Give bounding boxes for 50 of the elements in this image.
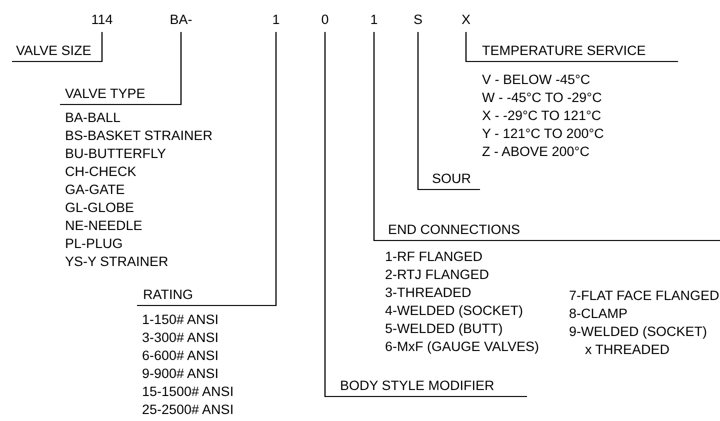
code-character: 114 (82, 8, 122, 32)
option-text: Z - ABOVE 200°C (482, 143, 590, 161)
code-character: 0 (305, 8, 345, 32)
option-text: V - BELOW -45°C (482, 71, 590, 89)
code-character: BA- (161, 8, 201, 32)
leader-line (324, 32, 326, 397)
option-text: 6-MxF (GAUGE VALVES) (385, 338, 540, 356)
leader-line (180, 32, 182, 105)
option-text: 1-RF FLANGED (385, 248, 483, 266)
option-text: 25-2500# ANSI (142, 401, 234, 419)
leader-line (275, 32, 277, 306)
option-text: 9-900# ANSI (142, 365, 219, 383)
option-text: 3-THREADED (385, 284, 472, 302)
option-text: 8-CLAMP (569, 305, 628, 323)
leader-line (417, 32, 419, 190)
field-heading: END CONNECTIONS (374, 221, 720, 241)
option-text: X - -29°C TO 121°C (482, 107, 602, 125)
leader-line (101, 32, 103, 62)
option-text: NE-NEEDLE (65, 217, 142, 235)
field-heading: VALVE TYPE (60, 85, 181, 105)
option-text: BS-BASKET STRAINER (65, 127, 213, 145)
option-text: 4-WELDED (SOCKET) (385, 302, 524, 320)
leader-line (373, 32, 375, 241)
option-text: 5-WELDED (BUTT) (385, 320, 503, 338)
option-text: 3-300# ANSI (142, 329, 219, 347)
option-text: Y - 121°C TO 200°C (482, 125, 604, 143)
option-text: W - -45°C TO -29°C (482, 89, 602, 107)
option-text: 9-WELDED (SOCKET) x THREADED (569, 323, 708, 359)
field-heading: SOUR (418, 170, 480, 190)
option-text: BU-BUTTERFLY (65, 145, 166, 163)
option-text: CH-CHECK (65, 163, 136, 181)
option-text: GL-GLOBE (65, 199, 134, 217)
option-text: 1-150# ANSI (142, 311, 219, 329)
option-text: 7-FLAT FACE FLANGED (569, 287, 720, 305)
option-text: GA-GATE (65, 181, 125, 199)
field-heading: VALVE SIZE (12, 42, 102, 62)
field-heading: BODY STYLE MODIFIER (325, 377, 527, 397)
leader-line (465, 32, 467, 62)
code-character: X (446, 8, 486, 32)
code-character: 1 (256, 8, 296, 32)
option-text: 15-1500# ANSI (142, 383, 234, 401)
option-text: 6-600# ANSI (142, 347, 219, 365)
field-heading: TEMPERATURE SERVICE (466, 42, 678, 62)
option-text: YS-Y STRAINER (65, 253, 168, 271)
option-text: BA-BALL (65, 109, 121, 127)
code-character: S (398, 8, 438, 32)
code-character: 1 (354, 8, 394, 32)
option-text: PL-PLUG (65, 235, 123, 253)
field-heading: RATING (137, 286, 276, 306)
option-text: 2-RTJ FLANGED (385, 266, 490, 284)
